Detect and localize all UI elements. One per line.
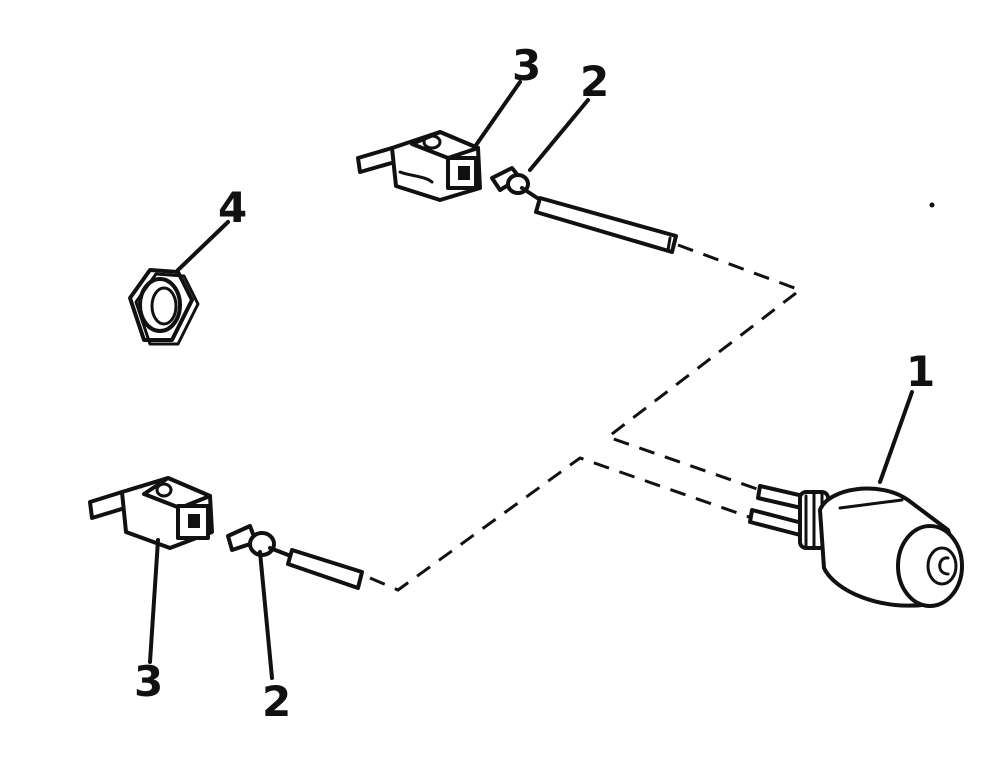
upper-connector-housing-icon <box>356 130 482 202</box>
callout-3-lower: 3 <box>134 657 163 706</box>
scan-speck <box>929 202 935 208</box>
lower-wire-terminal-icon <box>226 524 364 590</box>
hex-nut-icon <box>128 268 200 346</box>
leader-line-1 <box>878 390 914 484</box>
callout-2-upper: 2 <box>580 57 609 106</box>
leader-line-2-upper <box>528 98 590 172</box>
lower-connector-housing-icon <box>88 476 214 550</box>
leader-line-4 <box>176 220 230 272</box>
lower-wire-route <box>369 456 753 592</box>
callout-3-upper: 3 <box>512 41 541 90</box>
leader-lines <box>148 80 914 680</box>
callout-4: 4 <box>218 183 247 232</box>
leader-line-2-lower <box>258 550 274 680</box>
callout-1: 1 <box>906 347 935 396</box>
leader-line-3-upper <box>472 80 522 150</box>
wire-routing-dashed-lines <box>369 243 804 592</box>
upper-wire-terminal-icon <box>490 166 678 254</box>
callout-2-lower: 2 <box>262 677 291 726</box>
rotary-switch-icon <box>748 484 964 608</box>
upper-wire-route <box>604 243 804 492</box>
leader-line-3-lower <box>148 538 160 664</box>
